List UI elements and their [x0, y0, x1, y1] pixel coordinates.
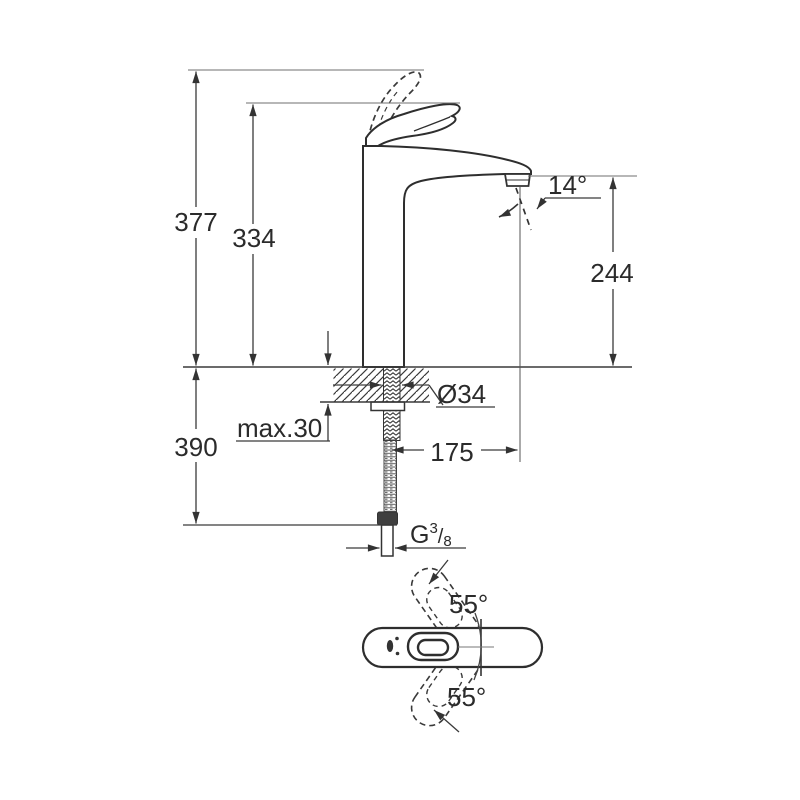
handle-dot-top — [395, 636, 399, 641]
dimension-labels: 377 334 244 390 175 14° Ø34 max.30 55° 5… — [174, 170, 633, 712]
hose-thread-nipple — [380, 524, 394, 557]
handle-top-view — [361, 567, 544, 727]
dim-14-leader — [536, 197, 547, 210]
flexible-hose — [383, 439, 397, 513]
dim-55-lower-leader — [433, 709, 460, 733]
threaded-rod — [383, 410, 401, 441]
water-stream-dashed — [515, 187, 532, 231]
dim-55-upper-leader — [428, 559, 449, 585]
handle-swing-lower-label: 55° — [447, 682, 486, 712]
handle-rotated-down-ring-dashed — [426, 586, 463, 629]
spout-height-label: 244 — [590, 258, 633, 288]
handle-top-outline — [361, 626, 544, 669]
handle-swing-upper-label: 55° — [449, 589, 488, 619]
hose-connector — [377, 511, 398, 526]
max-deck-thickness-label: max.30 — [237, 413, 322, 443]
mounting-nut — [370, 401, 406, 412]
dim-d34-leader — [428, 384, 444, 406]
total-height-label: 377 — [174, 207, 217, 237]
lever-handle-fork-line — [413, 116, 451, 132]
lever-handle-outline — [365, 103, 461, 147]
faucet-side-view — [183, 71, 632, 557]
handle-dot-bottom — [395, 651, 400, 656]
faucet-body-outline — [362, 145, 532, 368]
shank-diameter-label: Ø34 — [437, 379, 486, 409]
handle-mark-oval — [386, 640, 394, 652]
lever-height-label: 334 — [232, 223, 275, 253]
spout-reach-label: 175 — [430, 437, 473, 467]
handle-rotated-up-ring-dashed — [426, 665, 463, 708]
thread-size-label: G3/8 — [410, 520, 452, 550]
stream-swivel-arrow — [498, 203, 519, 218]
dimension-annotations — [188, 69, 637, 733]
handle-ring-inner — [416, 638, 450, 657]
spray-angle-label: 14° — [548, 170, 587, 200]
below-deck-length-label: 390 — [174, 432, 217, 462]
